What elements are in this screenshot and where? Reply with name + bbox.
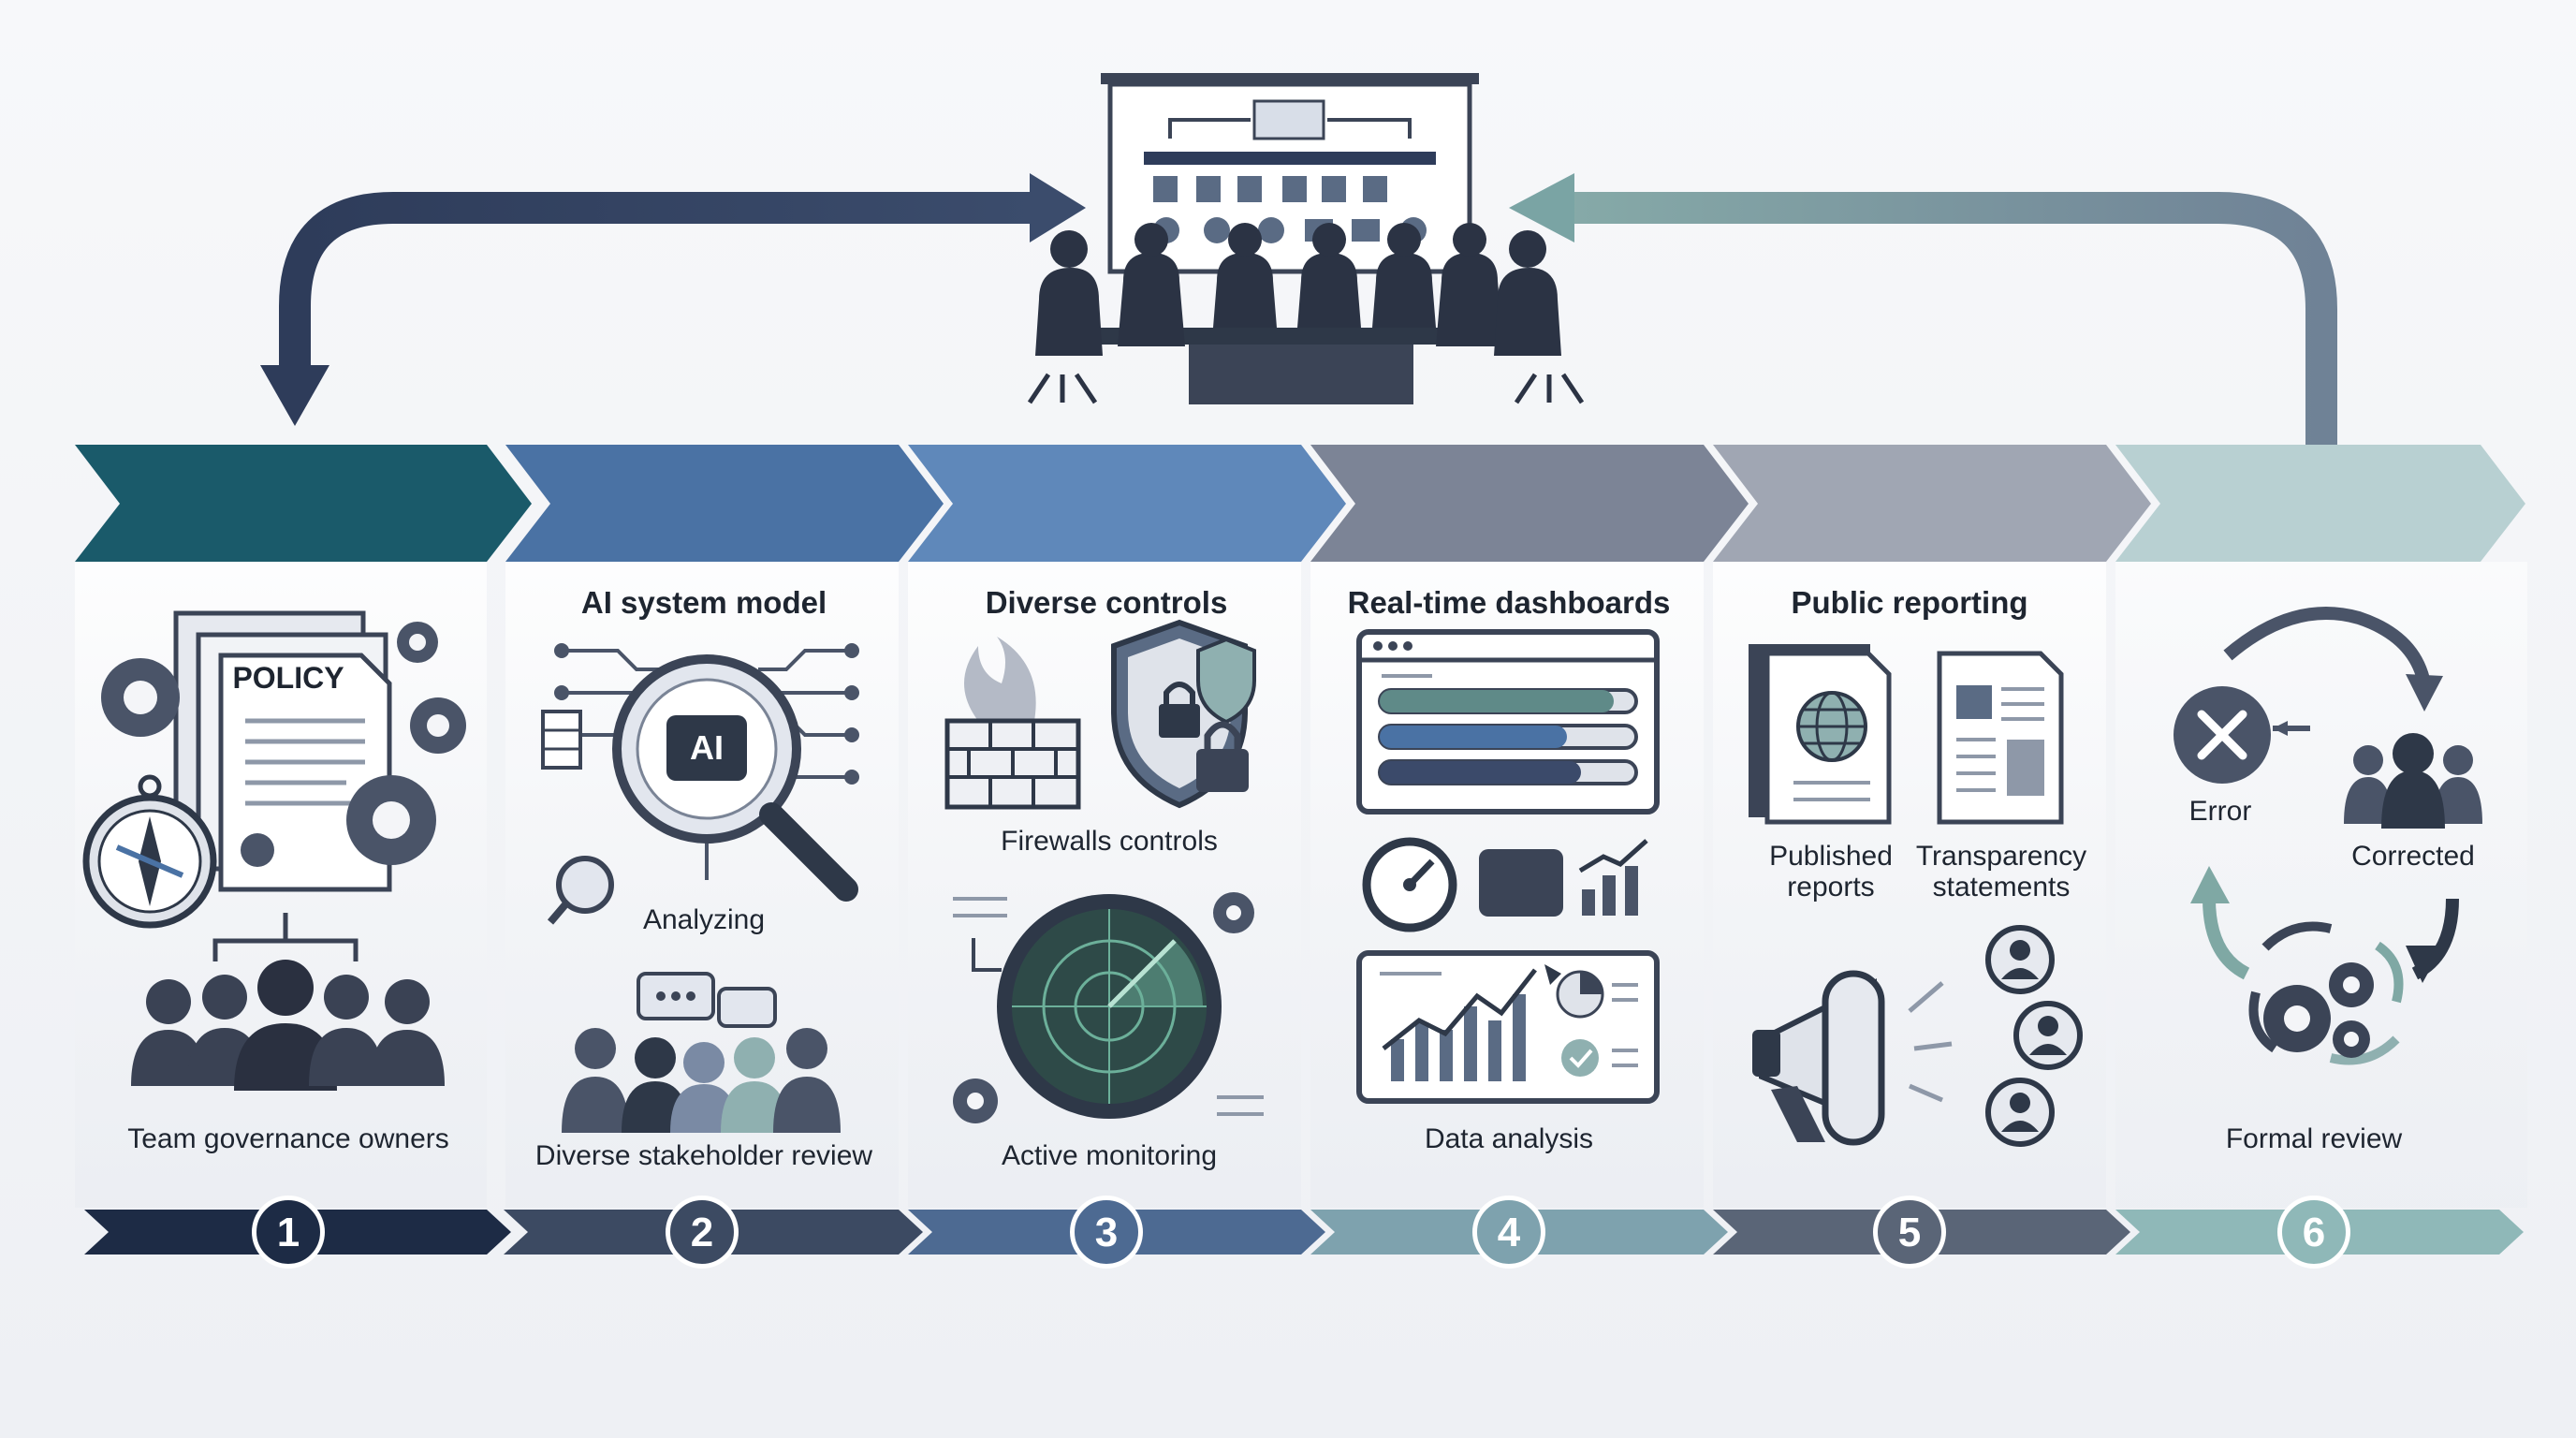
caption-team-governance-owners: Team governance owners <box>127 1123 449 1154</box>
megaphone-icon <box>1752 970 1953 1146</box>
chevron-stage-2 <box>505 445 944 562</box>
gear-icon <box>101 622 466 867</box>
step-number-1: 1 <box>252 1196 325 1269</box>
padlock-icon <box>1196 721 1249 792</box>
cycle-arrows-icon <box>2190 607 2459 1065</box>
document-icon <box>1937 651 2064 825</box>
team-people-icon <box>2344 733 2482 829</box>
radar-icon <box>953 892 1264 1123</box>
chevron-stage-4 <box>1310 445 1749 562</box>
panel-backgrounds <box>75 562 2527 1208</box>
chevron-stage-3 <box>908 445 1346 562</box>
caption-diverse-stakeholder-review: Diverse stakeholder review <box>534 1140 873 1171</box>
policy-label: POLICY <box>232 661 344 695</box>
caption-data-analysis: Data analysis <box>1424 1123 1594 1154</box>
database-icon <box>541 710 582 770</box>
stakeholder-group-icon <box>562 1028 841 1133</box>
stage-header-chevrons <box>75 445 2525 562</box>
speech-bubble-icon <box>637 972 777 1028</box>
caption-published-reports: Published reports <box>1769 841 1893 902</box>
analytics-window-icon <box>1356 950 1660 1104</box>
chevron-stage-1 <box>75 445 532 562</box>
compass-icon <box>82 774 217 929</box>
dashboard-window-icon <box>1356 629 1660 814</box>
ai-label: AI <box>690 728 724 767</box>
chevron-stage-5 <box>1713 445 2151 562</box>
caption-error: Error <box>2188 796 2252 827</box>
meeting-table-icon <box>1027 223 1585 404</box>
globe-report-icon <box>1749 644 1892 825</box>
team-people-icon <box>131 913 445 1091</box>
stage-title-ai-system-model: AI system model <box>580 585 827 620</box>
caption-firewalls-controls: Firewalls controls <box>1001 826 1218 857</box>
step-number-5: 5 <box>1873 1196 1946 1269</box>
step-number-2: 2 <box>666 1196 739 1269</box>
gauge-icon <box>1362 837 1457 932</box>
bar-chart-icon <box>1578 839 1648 916</box>
stage-title-real-time-dashboards: Real-time dashboards <box>1347 585 1671 620</box>
small-magnifier-icon <box>547 856 614 925</box>
step-number-4: 4 <box>1472 1196 1545 1269</box>
stage-title-public-reporting: Public reporting <box>1791 585 2028 620</box>
caption-corrected: Corrected <box>2351 841 2475 872</box>
caption-analyzing: Analyzing <box>642 904 766 935</box>
caption-active-monitoring: Active monitoring <box>1001 1140 1218 1171</box>
magnifier-ai-icon <box>554 643 859 902</box>
stage-title-diverse-controls: Diverse controls <box>985 585 1228 620</box>
user-avatar-icon <box>1985 925 2083 1147</box>
step-number-6: 6 <box>2277 1196 2350 1269</box>
screen-icon <box>1479 849 1563 917</box>
chevron-stage-6 <box>2115 445 2525 562</box>
feedback-arrow-left <box>260 173 1086 426</box>
firewall-icon <box>944 637 1081 810</box>
caption-formal-review: Formal review <box>2225 1123 2403 1154</box>
feedback-arrow-right <box>1509 173 2337 449</box>
caption-transparency-statements: Transparency statements <box>1915 841 2087 902</box>
error-x-icon <box>2174 686 2271 784</box>
step-number-3: 3 <box>1070 1196 1143 1269</box>
gear-icon <box>2263 962 2374 1058</box>
step-number-bar <box>84 1210 2524 1255</box>
small-shield-icon <box>1196 637 1256 725</box>
